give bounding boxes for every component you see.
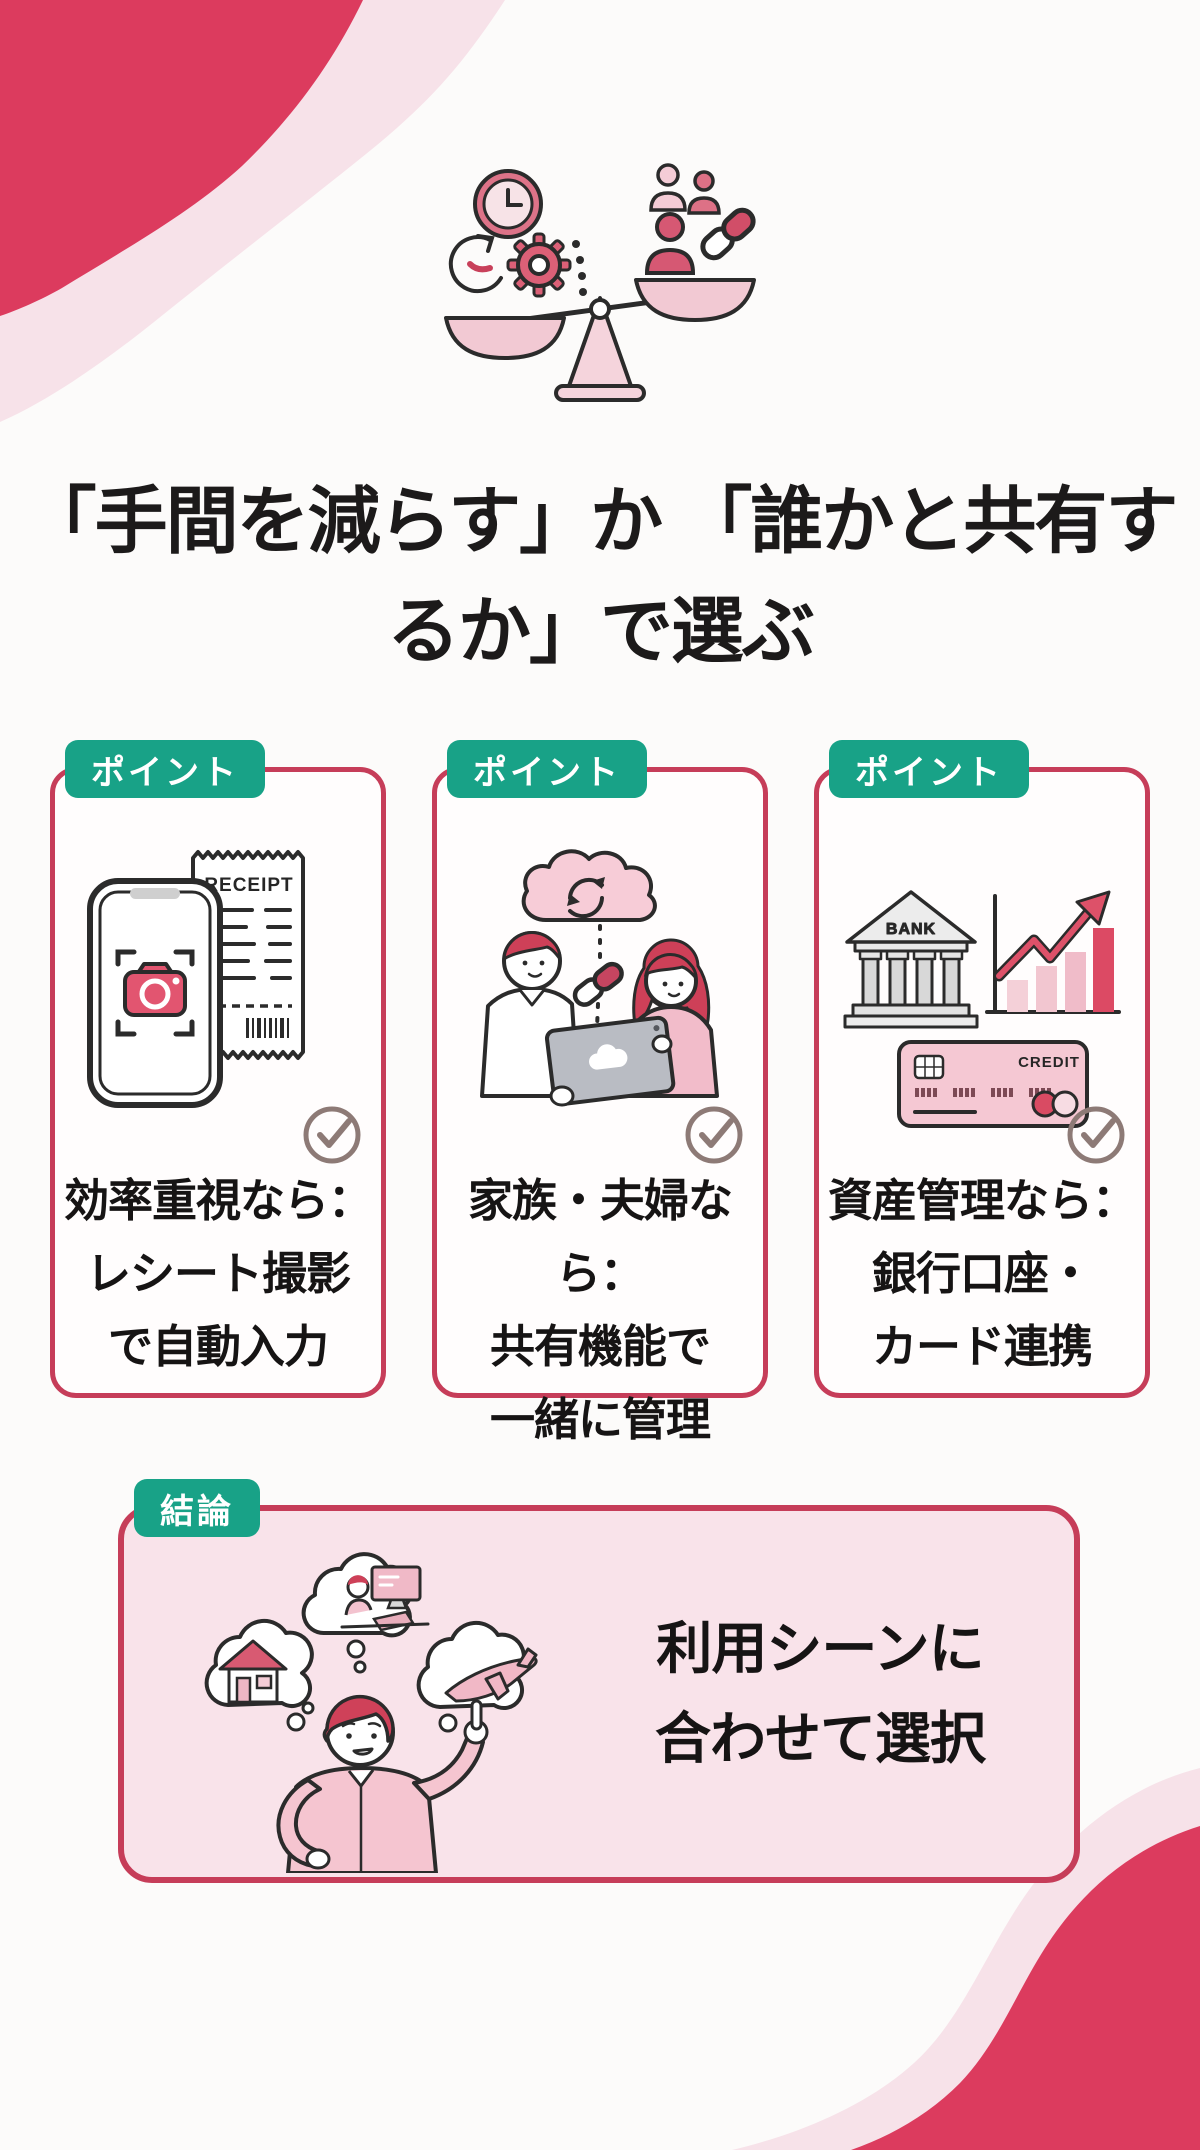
bank-link-illustration: BANK CREDIT [819, 846, 1145, 1146]
thought-bubble-computer [301, 1552, 430, 1674]
page-title: 「手間を減らす」か 「誰かと共有するか」で選ぶ [0, 467, 1200, 687]
credit-label: CREDIT [1018, 1054, 1080, 1071]
cloud-sync-icon [521, 849, 657, 922]
receipt-scan-illustration: RECEIPT [55, 846, 381, 1146]
phone-notch [130, 888, 180, 899]
barcode [246, 1018, 289, 1038]
check-icon [685, 1106, 743, 1164]
card-text-line: で自動入力 [107, 1321, 329, 1372]
scale-left-pan [444, 316, 566, 360]
card-text: 家族・夫婦なら： 共有機能で 一緒に管理 [441, 1164, 759, 1456]
card-text-line: 効率重視なら： [63, 1175, 373, 1226]
dots-divider [572, 240, 587, 296]
camera-frame-brackets [115, 949, 195, 1037]
house-window [255, 1674, 273, 1690]
hand [651, 1034, 673, 1054]
title-line-2: 「誰かと共有するか」で選ぶ [387, 480, 1178, 672]
hand [305, 1848, 331, 1870]
conclusion-box: 結論 [118, 1479, 1080, 1883]
credit-card-icon: CREDIT [897, 1040, 1089, 1128]
conclusion-badge: 結論 [134, 1479, 260, 1537]
bank-label: BANK [886, 921, 936, 938]
card-text-line: 家族・夫婦なら： [467, 1175, 733, 1299]
card-text-line: 資産管理なら： [827, 1175, 1137, 1226]
clock-icon [473, 169, 543, 239]
card-text-line: 一緒に管理 [489, 1394, 711, 1445]
balance-scale-illustration [444, 163, 756, 402]
dashed-connector [595, 1002, 600, 1030]
pointing-man [276, 1694, 489, 1873]
point-card-bank-link: ポイント BANK [814, 740, 1150, 1398]
family-share-illustration [437, 846, 763, 1146]
card-text-line: カード連携 [871, 1321, 1093, 1372]
airplane [444, 1647, 538, 1703]
corner-decoration-top-left [0, 0, 505, 422]
conclusion-text-line: 利用シーンに [656, 1617, 984, 1680]
people-group-icon [644, 163, 721, 275]
conclusion-text-line: 合わせて選択 [655, 1707, 986, 1770]
check-icon [1067, 1106, 1125, 1164]
conclusion-text: 利用シーンに 合わせて選択 [592, 1511, 1048, 1877]
house-door [235, 1676, 252, 1704]
tablet-icon [544, 1015, 676, 1107]
link-icon [700, 207, 756, 261]
refresh-icon [448, 234, 503, 294]
card-text-line: 銀行口座・ [871, 1248, 1093, 1299]
hair [322, 1694, 395, 1743]
card-text: 資産管理なら： 銀行口座・ カード連携 [823, 1164, 1141, 1383]
camera-icon [123, 962, 187, 1017]
gear-icon [506, 232, 572, 298]
card-text-line: レシート撮影 [85, 1248, 351, 1299]
thought-bubble-house [204, 1618, 315, 1732]
point-badge: ポイント [829, 740, 1029, 798]
mouth [352, 1747, 374, 1756]
corner-decoration-bottom-right [732, 1768, 1200, 2150]
point-card-sharing: ポイント [432, 740, 768, 1445]
point-badge: ポイント [447, 740, 647, 798]
point-card-receipt: ポイント RECEIPT [50, 740, 386, 1398]
pointing-arm [412, 1734, 485, 1801]
hand [549, 1085, 575, 1107]
receipt-label: RECEIPT [204, 875, 293, 896]
growth-chart-icon [985, 890, 1121, 1014]
thought-bubble-airplane [416, 1620, 538, 1733]
pointing-finger [470, 1699, 483, 1731]
card-text-line: 共有機能で [489, 1321, 711, 1372]
bank-icon: BANK [843, 890, 979, 1029]
card-text: 効率重視なら： レシート撮影 で自動入力 [59, 1164, 377, 1383]
check-icon [303, 1106, 361, 1164]
scale-beam-and-stand [444, 278, 756, 402]
link-icon [572, 961, 624, 1007]
monitor [370, 1565, 422, 1602]
point-badge: ポイント [65, 740, 265, 798]
thinking-person-illustration [204, 1552, 538, 1873]
scale-right-pan [634, 278, 756, 322]
title-line-1: 「手間を減らす」か [23, 480, 664, 562]
